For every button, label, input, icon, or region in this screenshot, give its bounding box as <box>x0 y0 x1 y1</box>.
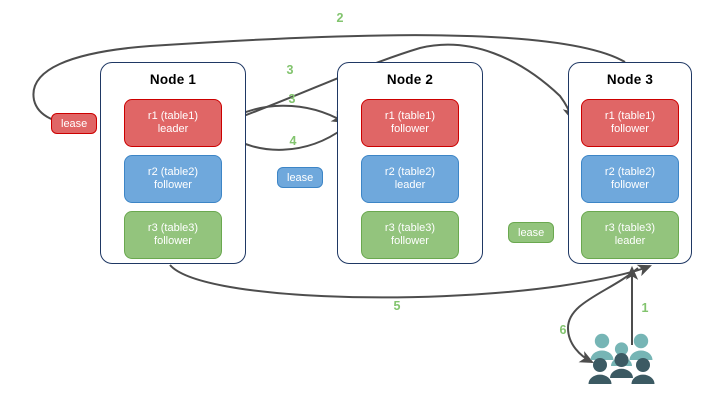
lease-chip-r1[interactable]: lease <box>51 113 98 134</box>
replica-name: r3 (table3) <box>147 221 199 234</box>
replica-name: r3 (table3) <box>604 221 656 234</box>
step-number-4: 4 <box>289 134 297 148</box>
node-container-node1: Node 1 r1 (table1) leader r2 (table2) fo… <box>100 62 246 264</box>
replica-node1-r1[interactable]: r1 (table1) leader <box>124 99 222 147</box>
step-number-6: 6 <box>559 323 567 337</box>
replica-role: leader <box>157 123 189 135</box>
replica-role: follower <box>154 179 192 191</box>
replica-node2-r1[interactable]: r1 (table1) follower <box>361 99 459 147</box>
replica-name: r1 (table1) <box>384 109 436 122</box>
replica-name: r1 (table1) <box>147 109 199 122</box>
node-title-node2: Node 2 <box>386 72 434 87</box>
replica-role: leader <box>614 235 646 247</box>
node-title-node1: Node 1 <box>149 72 197 87</box>
node-container-node3: Node 3 r1 (table1) follower r2 (table2) … <box>568 62 692 264</box>
users-group-icon <box>588 332 658 388</box>
replica-node2-r3[interactable]: r3 (table3) follower <box>361 211 459 259</box>
lease-chip-r2[interactable]: lease <box>277 167 324 188</box>
replica-role: follower <box>154 235 192 247</box>
replica-role: follower <box>391 123 429 135</box>
lease-chip-r3[interactable]: lease <box>508 222 555 243</box>
replica-name: r1 (table1) <box>604 109 656 122</box>
node-container-node2: Node 2 r1 (table1) follower r2 (table2) … <box>337 62 483 264</box>
node-title-node3: Node 3 <box>606 72 654 87</box>
arrow-step-5 <box>169 264 652 299</box>
step-number-5: 5 <box>393 299 401 313</box>
replica-role: leader <box>394 179 426 191</box>
replica-node3-r3[interactable]: r3 (table3) leader <box>581 211 679 259</box>
replica-node3-r2[interactable]: r2 (table2) follower <box>581 155 679 203</box>
replica-node2-r2[interactable]: r2 (table2) leader <box>361 155 459 203</box>
replica-name: r2 (table2) <box>604 165 656 178</box>
replica-name: r2 (table2) <box>147 165 199 178</box>
step-number-2: 2 <box>336 11 344 25</box>
replica-role: follower <box>611 123 649 135</box>
replica-node3-r1[interactable]: r1 (table1) follower <box>581 99 679 147</box>
replica-role: follower <box>391 235 429 247</box>
replica-node1-r3[interactable]: r3 (table3) follower <box>124 211 222 259</box>
replica-name: r3 (table3) <box>384 221 436 234</box>
step-number-3-node3: 3 <box>286 63 294 77</box>
step-number-3-node2: 3 <box>288 92 296 106</box>
replica-name: r2 (table2) <box>384 165 436 178</box>
replica-role: follower <box>611 179 649 191</box>
replica-node1-r2[interactable]: r2 (table2) follower <box>124 155 222 203</box>
step-number-1: 1 <box>641 301 649 315</box>
